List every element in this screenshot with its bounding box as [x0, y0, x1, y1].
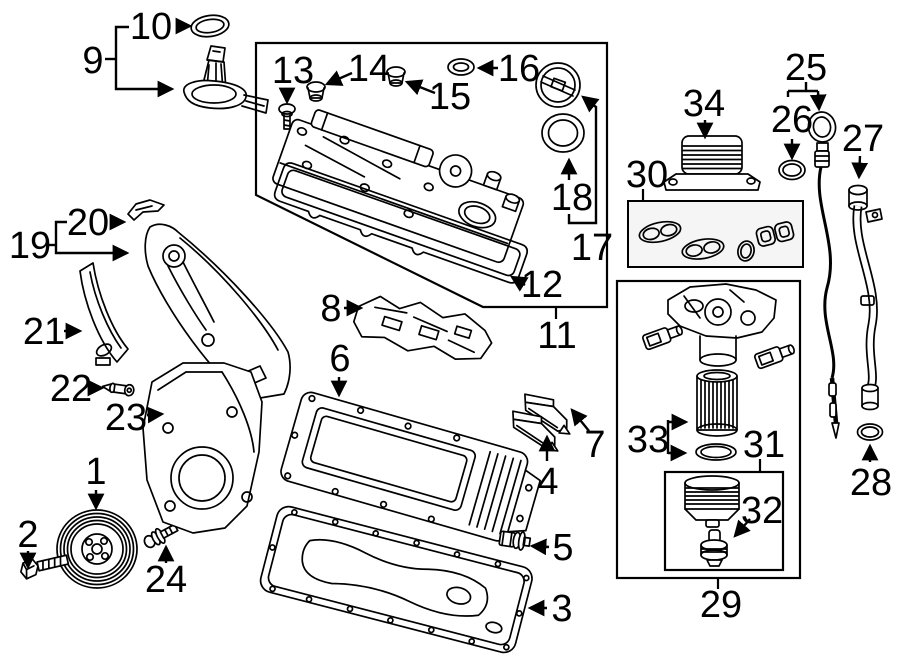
callout-26[interactable]: 26: [771, 99, 813, 141]
crankshaft-pulley-drawing: [56, 509, 138, 589]
callout-27[interactable]: 27: [842, 118, 884, 160]
leader-23: [146, 406, 165, 424]
leader-15: [404, 79, 436, 96]
bolt-24-drawing: [143, 523, 179, 549]
leader-12: [509, 275, 529, 292]
callout-9[interactable]: 9: [82, 40, 103, 82]
tube-oring-drawing: [856, 423, 884, 441]
valve-cover-group-box: [254, 41, 609, 309]
callout-22[interactable]: 22: [50, 368, 92, 410]
dipstick-drawing: [807, 111, 840, 439]
callout-numbers: 1 2 3 4 5 6 7 8 9 10 11 12 13 14 15 16 1…: [9, 6, 892, 630]
sensor-right-drawing: [753, 344, 795, 370]
callout-33[interactable]: 33: [627, 419, 669, 461]
leader-17: [567, 95, 600, 225]
filter-cap-group-box: [663, 470, 785, 572]
dipstick-tube-drawing: [848, 184, 883, 411]
callout-1[interactable]: 1: [85, 451, 106, 493]
callout-31[interactable]: 31: [743, 424, 785, 466]
sealant-tube-7-drawing: [524, 393, 571, 435]
drain-plug-drawing: [498, 530, 532, 551]
leader-5: [529, 538, 550, 556]
bypass-valve-drawing: [700, 529, 728, 567]
dipstick-oring-drawing: [778, 159, 806, 181]
callout-5[interactable]: 5: [552, 527, 573, 569]
leader-25: [809, 90, 827, 112]
cap-14-drawing: [306, 81, 326, 102]
callout-28[interactable]: 28: [850, 462, 892, 504]
valve-cover-drawing: [272, 109, 525, 264]
upper-timing-cover-drawing: [144, 223, 291, 401]
oil-filler-cap-drawing: [535, 62, 581, 108]
oil-sensor-oring-drawing: [190, 14, 230, 38]
callout-13[interactable]: 13: [272, 50, 314, 92]
callout-30[interactable]: 30: [626, 154, 668, 196]
callout-14[interactable]: 14: [348, 48, 390, 90]
lower-oil-pan-drawing: [259, 505, 533, 654]
callout-7[interactable]: 7: [584, 424, 605, 466]
leader-7: [570, 408, 590, 432]
callout-10[interactable]: 10: [130, 6, 172, 48]
sensor-left-drawing: [641, 325, 683, 351]
oil-filter-group-box: [615, 279, 802, 580]
callout-25[interactable]: 25: [785, 47, 827, 89]
oil-cooler-drawing: [663, 135, 761, 191]
callout-2[interactable]: 2: [17, 514, 38, 556]
screw-22-drawing: [101, 382, 135, 397]
callout-21[interactable]: 21: [23, 311, 65, 353]
upper-oil-pan-drawing: [280, 391, 542, 542]
leader-14: [324, 70, 353, 86]
callout-32[interactable]: 32: [741, 490, 783, 532]
part-drawings: [20, 14, 884, 654]
callout-16[interactable]: 16: [498, 48, 540, 90]
callout-8[interactable]: 8: [320, 288, 341, 330]
leader-25-bracket: [786, 82, 818, 97]
callout-34[interactable]: 34: [683, 83, 725, 125]
filler-cap-seal-drawing: [541, 113, 585, 153]
baffle-plate-drawing: [352, 295, 493, 360]
oil-level-sensor-drawing: [183, 45, 269, 114]
callout-12[interactable]: 12: [521, 264, 563, 306]
callout-23[interactable]: 23: [105, 397, 147, 439]
trim-21-drawing: [79, 262, 129, 366]
cap-15-drawing: [386, 66, 406, 87]
callout-20[interactable]: 20: [67, 202, 109, 244]
callout-3[interactable]: 3: [551, 588, 572, 630]
callout-29[interactable]: 29: [700, 584, 742, 626]
filter-cap-drawing: [684, 475, 740, 528]
callout-4[interactable]: 4: [537, 461, 558, 503]
callout-19[interactable]: 19: [9, 225, 51, 267]
leader-lines: [19, 17, 879, 617]
callout-17[interactable]: 17: [571, 227, 613, 269]
callout-15[interactable]: 15: [429, 76, 471, 118]
leader-27: [851, 155, 869, 180]
callout-18[interactable]: 18: [551, 177, 593, 219]
bracket-20-drawing: [127, 199, 165, 221]
filter-oring-drawing: [695, 443, 737, 461]
callout-6[interactable]: 6: [329, 338, 350, 380]
oil-filter-element-drawing: [696, 369, 738, 437]
callout-24[interactable]: 24: [145, 559, 187, 601]
leader-32: [733, 518, 751, 538]
oil-filter-housing-drawing: [667, 283, 777, 367]
seal-16-drawing: [447, 58, 475, 76]
leader-19: [54, 220, 130, 262]
callout-11[interactable]: 11: [537, 315, 576, 357]
lower-timing-cover-drawing: [142, 362, 263, 534]
gasket-kit-contents-drawing: [638, 220, 795, 262]
